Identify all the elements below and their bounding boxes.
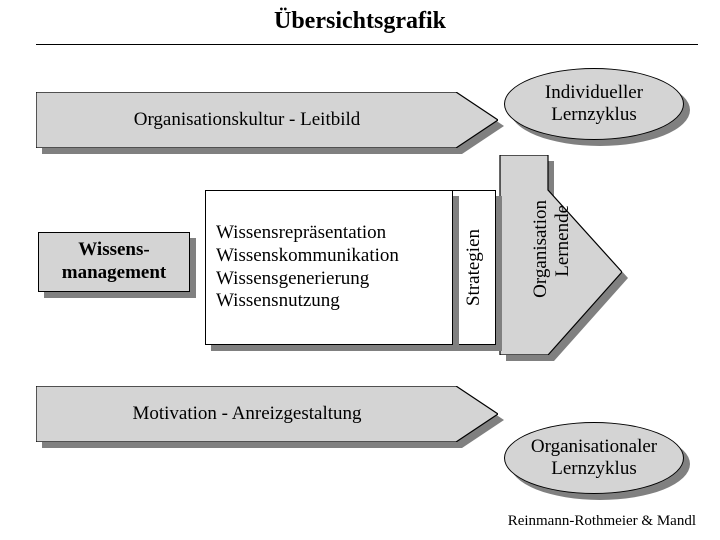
box-wissensaktivitaeten: Wissensrepräsentation Wissenskommunikati… [205, 190, 459, 351]
box-wissensmanagement: Wissens- management [38, 232, 196, 298]
box-wissensmanagement-line2: management [61, 262, 167, 283]
activity-line-2: Wissenskommunikation [216, 244, 399, 266]
activity-line-4: Wissensnutzung [216, 290, 340, 312]
activity-line-3: Wissensgenerierung [216, 267, 370, 289]
box-wissensmanagement-shape: Wissens- management [38, 232, 190, 292]
banner-organisationskultur: Organisationskultur - Leitbild [36, 92, 504, 154]
box-wissensmanagement-line1: Wissens- [78, 239, 150, 261]
banner-organisationskultur-label: Organisationskultur - Leitbild [133, 109, 361, 130]
arrow-label-lernende: Lernende [552, 205, 573, 277]
ellipse-individueller-line1: Individueller [544, 82, 644, 104]
banner-motivation-label: Motivation - Anreizgestaltung [132, 403, 362, 424]
arrow-label-organisation: Organisation [530, 200, 551, 298]
ellipse-individueller-line2: Lernzyklus [551, 104, 637, 125]
activity-line-1: Wissensrepräsentation [216, 221, 387, 243]
banner-motivation-shape [36, 386, 498, 442]
page-title: Übersichtsgrafik [274, 8, 446, 34]
banner-organisationskultur-shape [36, 92, 498, 148]
credit-line: Reinmann-Rothmeier & Mandl [507, 513, 696, 529]
ellipse-individueller-lernzyklus: Individueller Lernzyklus [504, 68, 690, 146]
ellipse-organisationaler-lernzyklus: Organisationaler Lernzyklus [504, 422, 690, 500]
ellipse-organisationaler-line2: Lernzyklus [551, 458, 637, 479]
box-strategien-label: Strategien [462, 228, 484, 307]
box-wissensaktivitaeten-shape: Wissensrepräsentation Wissenskommunikati… [205, 190, 453, 345]
ellipse-organisationaler-lernzyklus-shape: Organisationaler Lernzyklus [504, 422, 684, 494]
ellipse-individueller-lernzyklus-shape: Individueller Lernzyklus [504, 68, 684, 140]
title-divider [36, 44, 698, 45]
ellipse-organisationaler-line1: Organisationaler [530, 436, 658, 458]
banner-motivation: Motivation - Anreizgestaltung [36, 386, 504, 448]
